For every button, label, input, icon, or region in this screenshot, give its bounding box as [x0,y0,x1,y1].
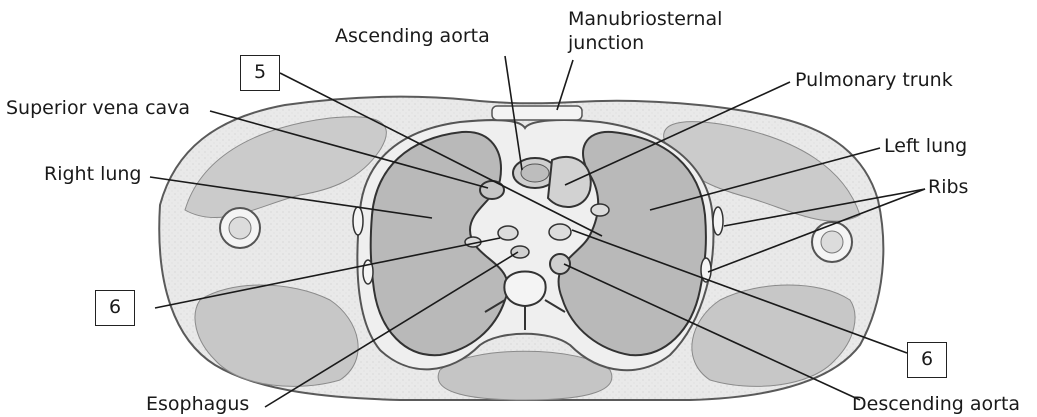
manubrium [492,106,582,120]
box-5: 5 [240,55,280,91]
box-6-left: 6 [95,290,135,326]
label-ribs: Ribs [928,177,968,199]
descending-aorta [550,254,570,274]
rib-left [713,207,723,235]
vertebra [504,272,545,307]
pulmonary-trunk [548,157,591,207]
label-left-lung: Left lung [884,136,967,158]
label-pulmonary-trunk: Pulmonary trunk [795,70,953,92]
label-descending-aorta: Descending aorta [852,394,1020,416]
label-superior-vena-cava: Superior vena cava [6,98,190,120]
esophagus [511,246,529,258]
label-manubriosternal-junction: Manubriosternal junction [568,8,722,56]
label-ascending-aorta: Ascending aorta [335,26,490,48]
label-esophagus: Esophagus [146,394,249,416]
box-6-right: 6 [907,342,947,378]
label-right-lung: Right lung [44,164,142,186]
